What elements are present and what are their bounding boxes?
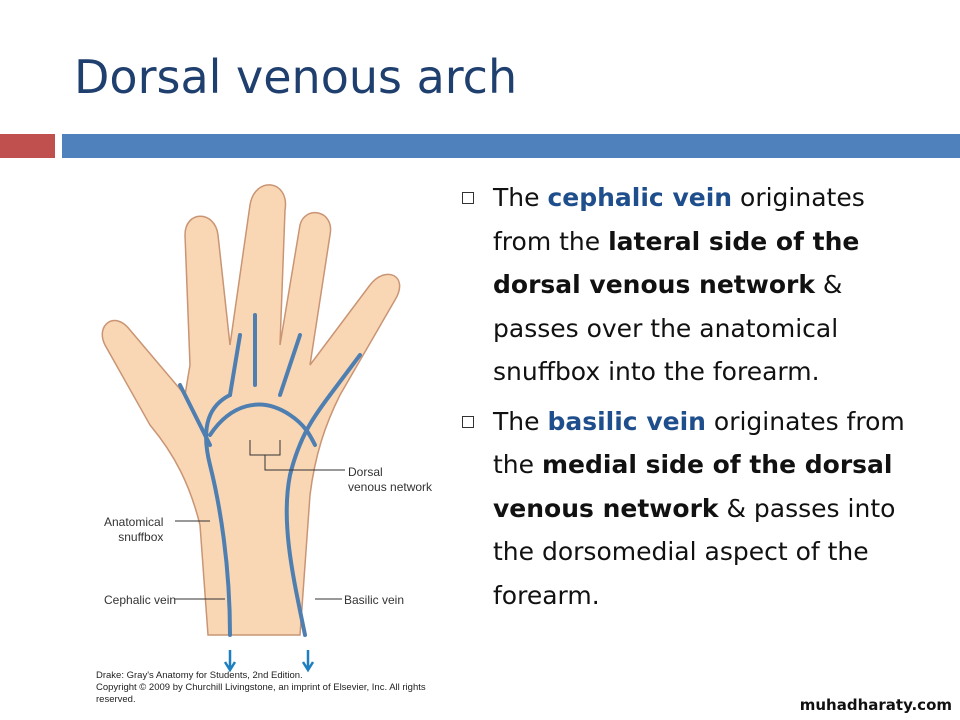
text: The bbox=[493, 406, 548, 436]
bold-text: lateral side of the dorsal venous networ… bbox=[493, 226, 860, 300]
slide-title: Dorsal venous arch bbox=[74, 50, 518, 104]
accent-bar-red bbox=[0, 134, 55, 158]
watermark: muhadharaty.com bbox=[799, 696, 952, 714]
text: & passes over the anatomical snuffbox in… bbox=[493, 270, 843, 386]
square-bullet-icon bbox=[462, 415, 474, 428]
bullet-basilic: The basilic vein originates from the med… bbox=[460, 400, 930, 618]
bullet-cephalic: The cephalic vein originates from the la… bbox=[460, 176, 930, 394]
figure-caption: Drake: Gray's Anatomy for Students, 2nd … bbox=[96, 670, 303, 681]
label-anatomical-snuffbox: Anatomical snuffbox bbox=[104, 515, 164, 544]
highlight-term: basilic vein bbox=[547, 406, 706, 436]
square-bullet-icon bbox=[462, 192, 474, 204]
hand-illustration: Dorsal venous network Anatomical snuffbo… bbox=[90, 165, 450, 705]
label-dorsal-venous-network: Dorsal venous network bbox=[348, 465, 433, 494]
bullet-list: The cephalic vein originates from the la… bbox=[460, 176, 930, 623]
figure-copyright: Copyright © 2009 by Churchill Livingston… bbox=[96, 682, 426, 705]
bold-text: medial side of the dorsal venous network bbox=[493, 450, 893, 523]
text: originates from the bbox=[493, 406, 905, 480]
label-cephalic-vein: Cephalic vein bbox=[104, 593, 177, 607]
accent-bar-blue bbox=[62, 134, 960, 158]
label-basilic-vein: Basilic vein bbox=[344, 593, 405, 607]
highlight-term: cephalic vein bbox=[547, 183, 733, 212]
text: & passes into the dorsomedial aspect of … bbox=[493, 493, 896, 610]
text: originates from the bbox=[493, 183, 865, 256]
text: The bbox=[493, 183, 548, 212]
hand-drawing bbox=[101, 184, 401, 673]
